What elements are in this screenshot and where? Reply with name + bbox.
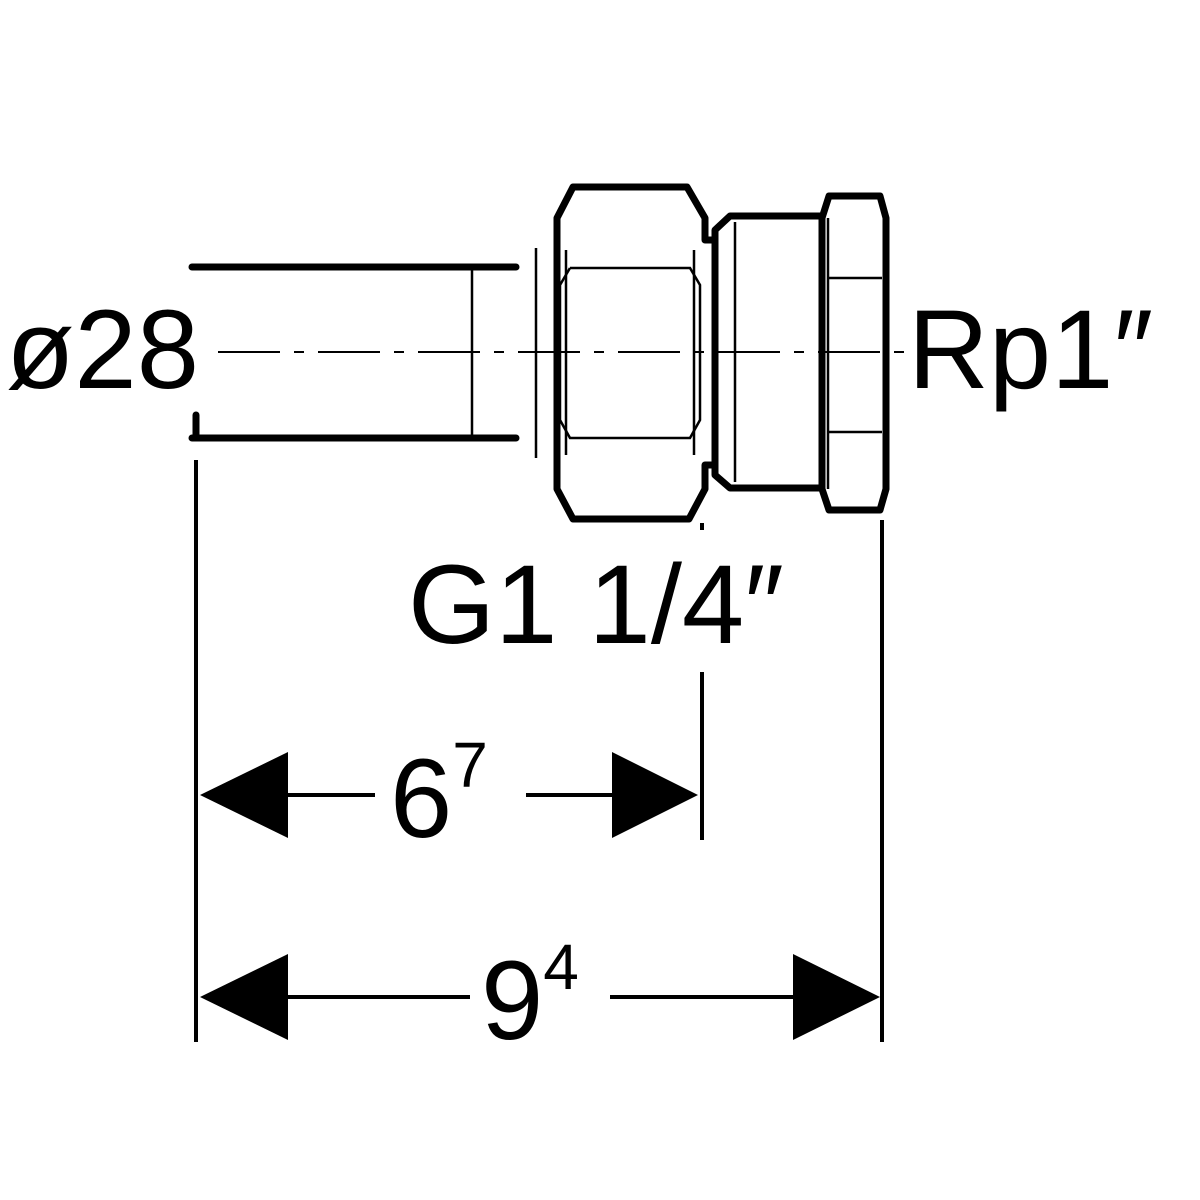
arrowhead-left-short: [200, 752, 288, 838]
arrowhead-right-short: [612, 752, 698, 838]
female-thread-label: Rp1″: [908, 287, 1153, 412]
pipe-diameter-label: ø28: [6, 287, 199, 412]
dimension-total-value: 9: [481, 938, 543, 1063]
male-thread-label: G1 1/4″: [408, 542, 784, 667]
dimension-line-total: [200, 954, 880, 1040]
dimension-total-label: 94: [481, 931, 579, 1063]
dimension-short-sup: 7: [452, 729, 488, 801]
dimension-short-label: 67: [390, 729, 488, 861]
arrowhead-right-total: [793, 954, 880, 1040]
dimension-short-value: 6: [390, 736, 452, 861]
arrowhead-left-total: [200, 954, 288, 1040]
dimension-total-sup: 4: [543, 931, 579, 1003]
extension-lines: [194, 460, 884, 1042]
dimension-line-short: [200, 752, 698, 838]
hex-end: [818, 192, 890, 514]
